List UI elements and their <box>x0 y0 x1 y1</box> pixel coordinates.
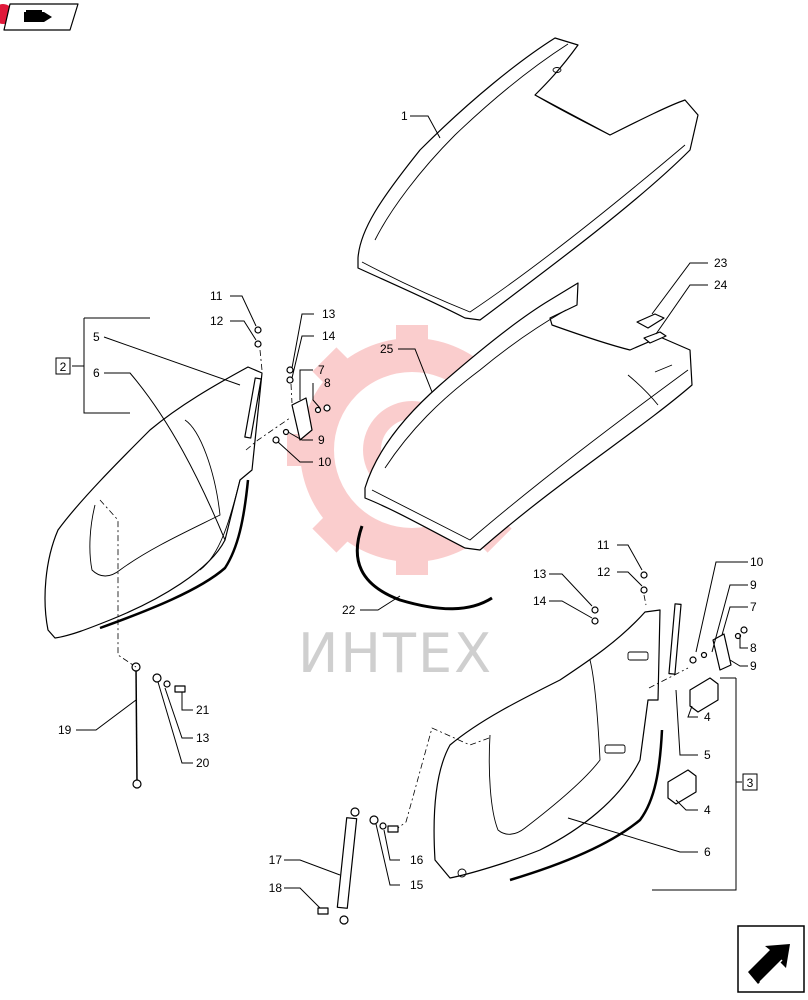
callout-8-left: 8 <box>324 376 331 390</box>
callout-8-right: 8 <box>750 641 757 655</box>
callout-9-right: 9 <box>750 659 757 673</box>
callout-25: 25 <box>380 342 394 356</box>
callout-12-left: 12 <box>210 314 224 328</box>
seal-strip-part <box>355 525 493 611</box>
group-label-2: 2 <box>60 360 67 374</box>
callout-12-right: 12 <box>597 565 611 579</box>
right-seal-strip <box>509 729 664 882</box>
callout-6-right: 6 <box>704 845 711 859</box>
right-gas-strut <box>317 807 399 925</box>
callout-7-left: 7 <box>318 363 325 377</box>
callout-4-upper: 4 <box>704 710 711 724</box>
callout-24: 24 <box>714 278 728 292</box>
manual-book-icon[interactable] <box>0 3 79 31</box>
hood-top-part <box>357 37 699 321</box>
right-gas-rod <box>668 603 682 675</box>
callout-5-left: 5 <box>93 330 100 344</box>
hood-lower-part <box>364 282 693 551</box>
callout-numbers: 1 25 23 24 11 12 13 14 5 6 7 8 9 10 22 1… <box>58 109 764 895</box>
left-hardware <box>254 326 331 444</box>
callout-11-left: 11 <box>210 289 223 303</box>
callout-13-strap: 13 <box>196 731 210 745</box>
clip-part <box>636 313 667 344</box>
right-side-panel <box>433 609 661 879</box>
dashed-connectors <box>99 349 689 829</box>
callout-10-left: 10 <box>318 455 332 469</box>
callout-7-right: 7 <box>750 600 757 614</box>
group-label-3: 3 <box>747 776 754 790</box>
callout-13-left: 13 <box>322 307 336 321</box>
left-seal-strip <box>99 479 250 630</box>
callout-14-left: 14 <box>322 329 336 343</box>
callout-11-right: 11 <box>597 538 610 552</box>
left-side-panel <box>44 366 263 639</box>
group-bracket-2: 2 <box>55 317 150 414</box>
watermark-text: ИНТЕХ <box>298 622 493 685</box>
left-gas-rod <box>244 377 262 439</box>
callout-15: 15 <box>410 878 424 892</box>
callout-6-left: 6 <box>93 366 100 380</box>
callout-4-lower: 4 <box>704 803 711 817</box>
right-hardware <box>591 571 748 805</box>
callout-16: 16 <box>410 853 424 867</box>
callout-1: 1 <box>401 109 408 123</box>
callout-23: 23 <box>714 256 728 270</box>
group-bracket-3: 3 <box>652 677 758 891</box>
callout-13-right: 13 <box>533 567 547 581</box>
callout-19: 19 <box>58 723 72 737</box>
callout-10-right: 10 <box>750 555 764 569</box>
callout-9-right-top: 9 <box>750 578 757 592</box>
callout-5-right: 5 <box>704 748 711 762</box>
leader-lines <box>76 115 748 909</box>
callout-9-left: 9 <box>318 433 325 447</box>
callout-14-right: 14 <box>533 594 547 608</box>
callout-18: 18 <box>269 881 283 895</box>
next-page-arrow-icon[interactable] <box>737 925 805 993</box>
callout-20: 20 <box>196 756 210 770</box>
callout-17: 17 <box>269 853 283 867</box>
callout-21: 21 <box>196 703 210 717</box>
callout-22: 22 <box>342 603 356 617</box>
left-door-strap <box>131 662 186 789</box>
